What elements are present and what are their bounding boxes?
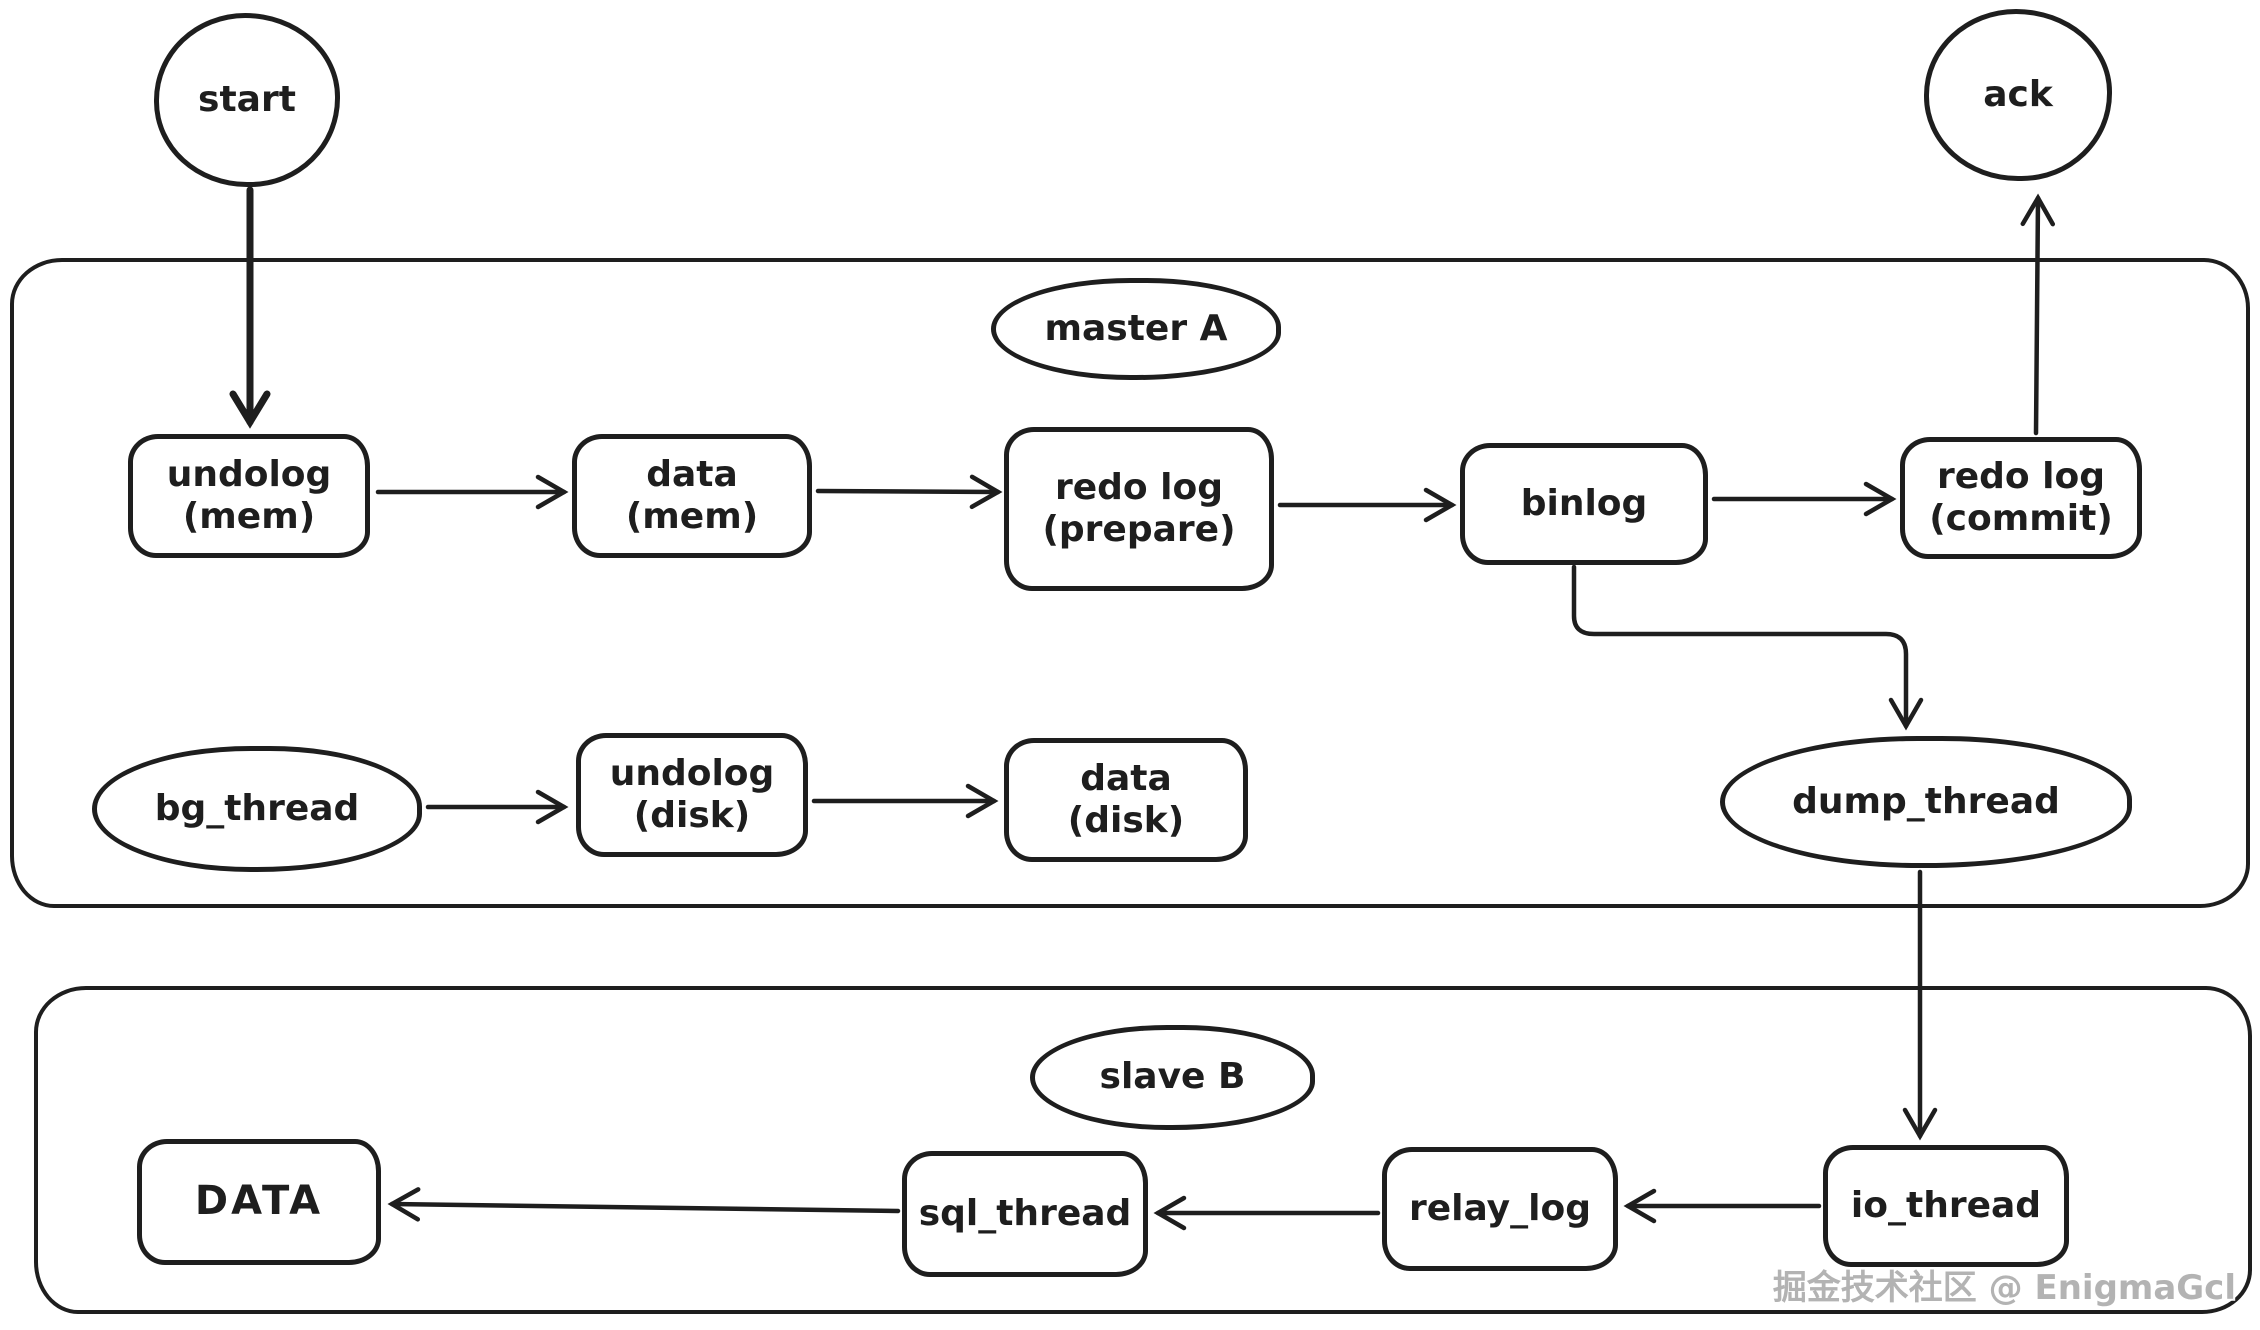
redo-log-prepare-node: redo log (prepare) — [1004, 427, 1274, 591]
io-thread-label: io_thread — [1850, 1184, 2042, 1226]
binlog-label: binlog — [1520, 482, 1648, 524]
master-a-label-ellipse: master A — [991, 278, 1281, 380]
undolog-mem-label: undolog (mem) — [166, 453, 332, 537]
undolog-disk-node: undolog (disk) — [576, 733, 808, 857]
ack-node: ack — [1924, 9, 2112, 181]
bg-thread-node: bg_thread — [92, 746, 422, 872]
binlog-node: binlog — [1460, 443, 1708, 565]
watermark-text: 掘金技术社区 @ EnigmaGcl — [1772, 1268, 2236, 1308]
redo-log-commit-label: redo log (commit) — [1929, 455, 2113, 539]
sql-thread-label: sql_thread — [918, 1192, 1132, 1234]
sql-thread-node: sql_thread — [902, 1151, 1148, 1277]
slave-b-group-frame — [34, 986, 2252, 1314]
data-label: DATA — [194, 1178, 324, 1225]
data-mem-label: data (mem) — [625, 453, 759, 537]
bg-thread-label: bg_thread — [154, 787, 360, 829]
master-a-label: master A — [1044, 307, 1228, 349]
dump-thread-node: dump_thread — [1720, 736, 2132, 868]
relay-log-label: relay_log — [1408, 1187, 1591, 1229]
redo-log-commit-node: redo log (commit) — [1900, 437, 2142, 559]
data-mem-node: data (mem) — [572, 434, 812, 558]
relay-log-node: relay_log — [1382, 1147, 1618, 1271]
undolog-disk-label: undolog (disk) — [609, 752, 775, 836]
start-node: start — [154, 13, 340, 187]
data-disk-node: data (disk) — [1004, 738, 1248, 862]
undolog-mem-node: undolog (mem) — [128, 434, 370, 558]
slave-b-label-ellipse: slave B — [1030, 1025, 1315, 1130]
master-a-group-frame — [10, 258, 2250, 908]
dump-thread-label: dump_thread — [1792, 780, 2060, 822]
io-thread-node: io_thread — [1823, 1145, 2069, 1267]
data-node: DATA — [137, 1139, 381, 1265]
data-disk-label: data (disk) — [1067, 757, 1185, 841]
slave-b-label: slave B — [1099, 1056, 1246, 1098]
ack-label: ack — [1983, 73, 2053, 115]
redo-log-prepare-label: redo log (prepare) — [1042, 466, 1236, 550]
start-label: start — [198, 78, 296, 120]
